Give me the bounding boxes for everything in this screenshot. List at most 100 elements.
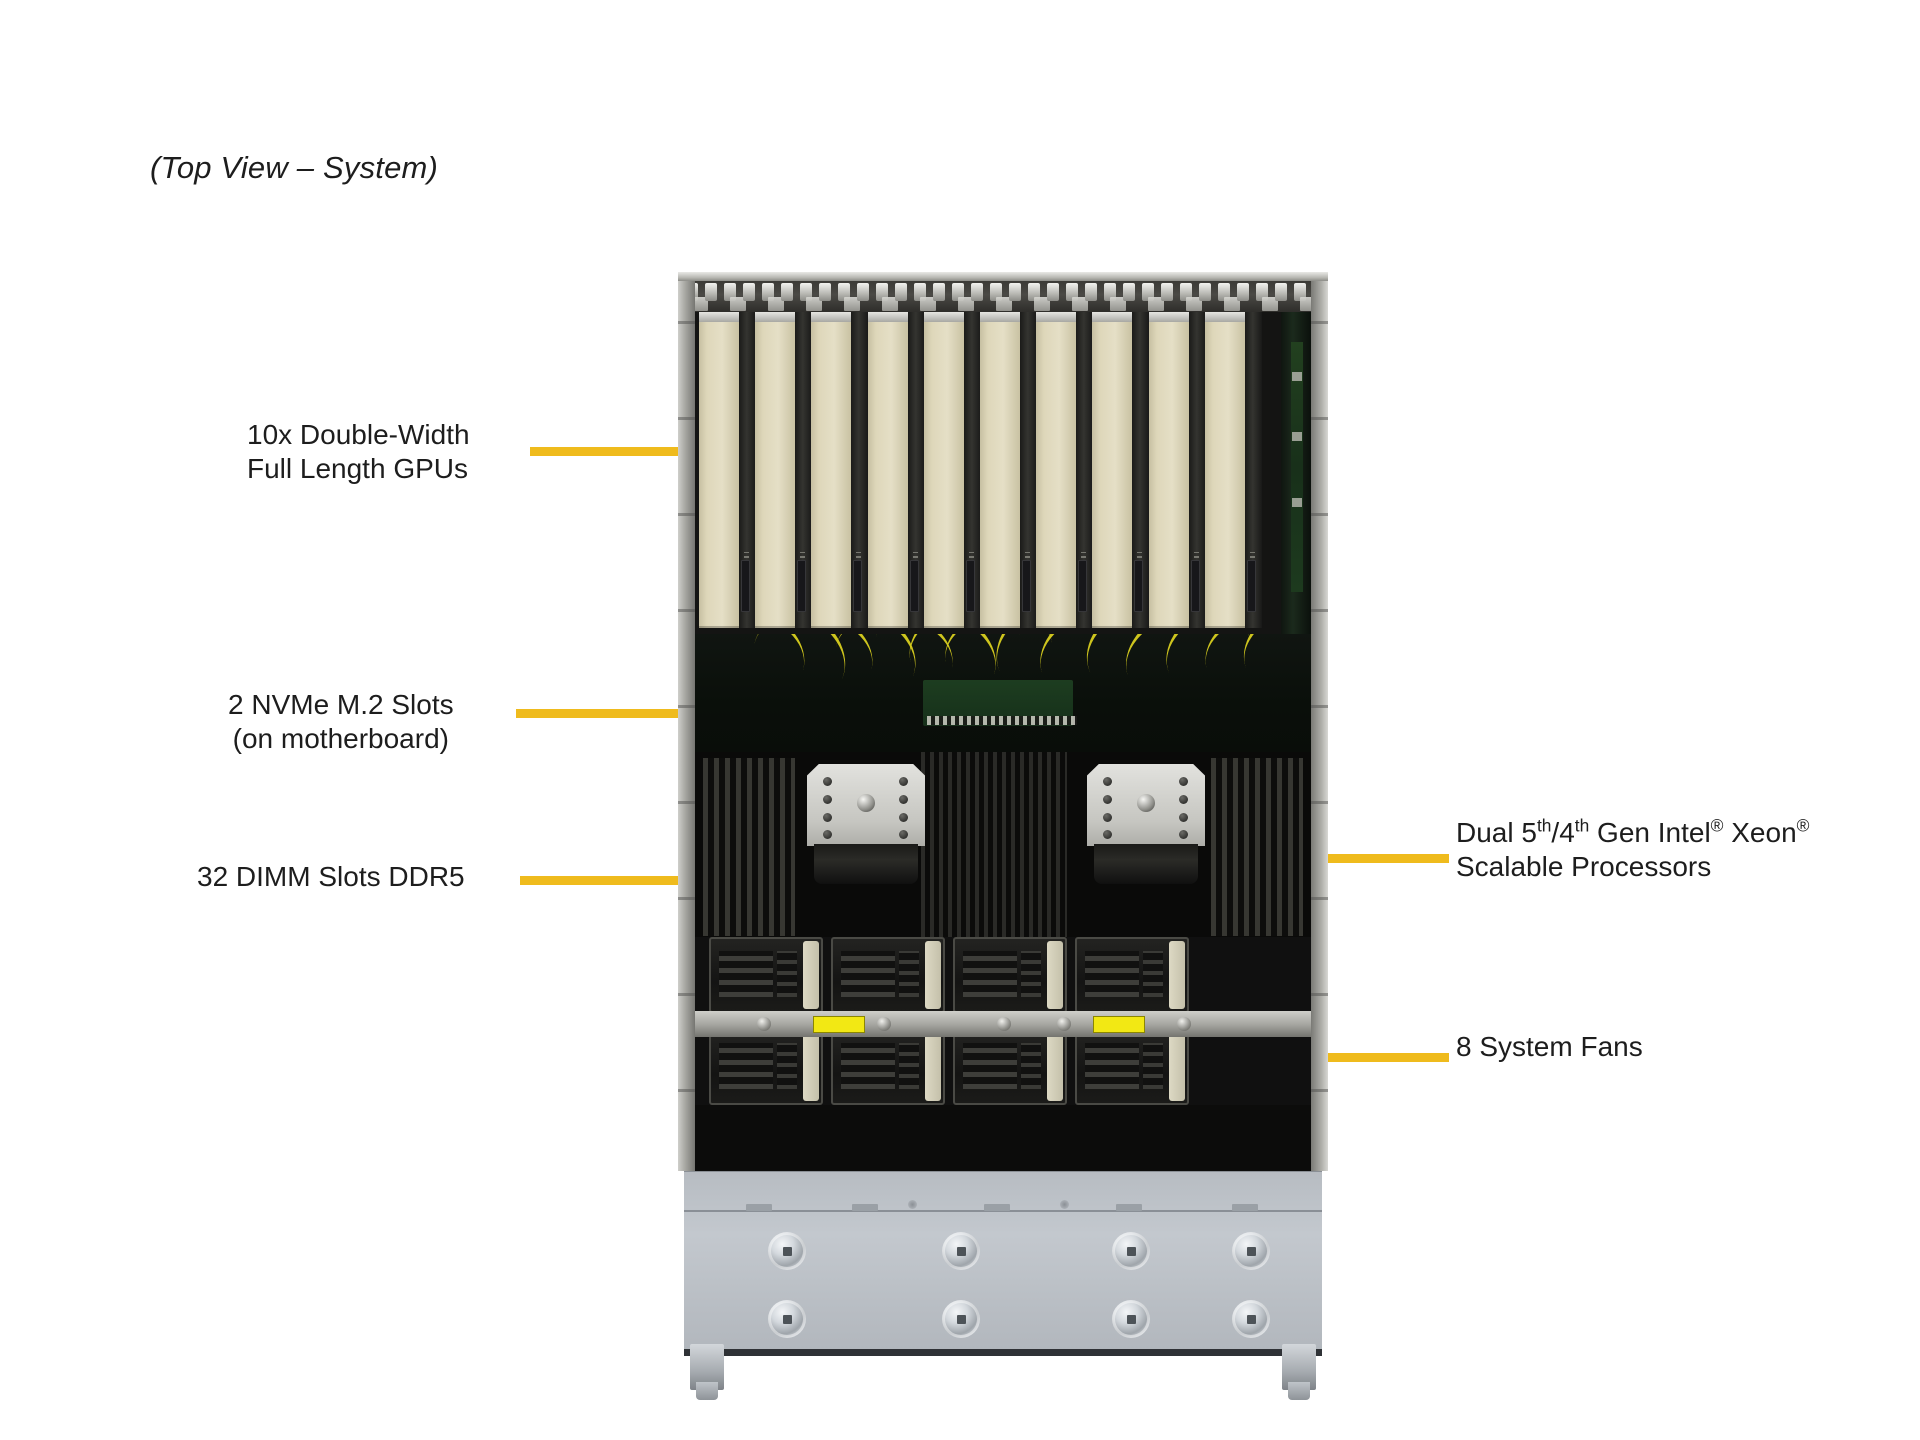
server-photo <box>678 272 1328 1400</box>
dimm-bank-left <box>703 758 795 936</box>
pcie-bracket-clip <box>1218 283 1230 301</box>
rail-screw <box>1057 1017 1071 1031</box>
system-fan-module[interactable] <box>831 937 945 1013</box>
gpu-card <box>867 312 908 628</box>
fan-vent-slots <box>841 1043 895 1089</box>
system-fan-module[interactable] <box>1075 937 1189 1013</box>
dimm-bank-right <box>1211 758 1303 936</box>
motherboard-cpu-zone <box>695 752 1311 937</box>
pcie-bracket-screw <box>768 297 784 311</box>
rail-tick <box>1311 321 1328 324</box>
fan-vent-slots <box>963 951 1017 997</box>
gpu-bracket <box>923 312 964 322</box>
fan-vent-slots <box>1085 1043 1139 1089</box>
pcie-bracket-clip <box>724 283 736 301</box>
fan-vent-slots <box>719 1043 773 1089</box>
fan-vent-slots <box>1021 1043 1041 1089</box>
cpu-heatsink-right <box>1087 764 1205 846</box>
chassis-right-rail <box>1311 281 1328 1171</box>
pcie-bracket-clip <box>781 283 793 301</box>
system-fan-module[interactable] <box>709 937 823 1013</box>
system-fan-module[interactable] <box>831 1029 945 1105</box>
gpu-card <box>755 312 796 628</box>
pcie-bracket-screw <box>1224 297 1240 311</box>
cover-thumbscrew[interactable] <box>768 1300 806 1338</box>
pcie-bracket-clip <box>1123 283 1135 301</box>
nvidia-logo-icon <box>1190 560 1200 612</box>
rail-screw <box>997 1017 1011 1031</box>
nvidia-logo-icon <box>909 560 919 612</box>
gpu-bracket <box>1204 312 1245 322</box>
rail-screw <box>877 1017 891 1031</box>
gpu-card <box>923 312 964 628</box>
chassis-left-rail <box>678 281 695 1171</box>
fan-vent-slots <box>899 1043 919 1089</box>
rear-pcb <box>1291 342 1303 592</box>
pcie-bracket-screw <box>1148 297 1164 311</box>
pcie-bracket-clip <box>838 283 850 301</box>
pcie-bracket-clip <box>876 283 888 301</box>
callout-processors-line1: Dual 5th/4th Gen Intel® Xeon® <box>1456 815 1810 848</box>
gpu-bracket <box>1092 312 1133 322</box>
pcie-bracket-clip <box>1009 283 1021 301</box>
fan-vent-slots <box>841 951 895 997</box>
fan-vent-slots <box>719 951 773 997</box>
gpu-bracket <box>980 312 1020 322</box>
gpu-card <box>811 312 852 628</box>
cover-thumbscrew[interactable] <box>942 1300 980 1338</box>
pcie-bracket-clip <box>1085 283 1097 301</box>
system-fan-module[interactable] <box>953 1029 1067 1105</box>
fan-release-handle[interactable] <box>925 941 941 1009</box>
pcie-bracket-screw <box>844 297 860 311</box>
fan-release-handle[interactable] <box>1047 941 1063 1009</box>
rail-tick <box>678 417 695 420</box>
cover-thumbscrew[interactable] <box>1232 1232 1270 1270</box>
fan-vent-slots <box>777 1043 797 1089</box>
gpu-bracket <box>867 312 908 322</box>
fan-release-handle[interactable] <box>1169 941 1185 1009</box>
rail-tick <box>678 1089 695 1092</box>
system-fan-module[interactable] <box>1075 1029 1189 1105</box>
cpu-heatsink-left <box>807 764 925 846</box>
chassis-bottom-cover <box>684 1171 1322 1350</box>
chassis-top-bracket-bar <box>680 281 1326 312</box>
cover-thumbscrew[interactable] <box>942 1232 980 1270</box>
pcie-bracket-clip <box>1047 283 1059 301</box>
center-heatsink-fins <box>921 752 1067 937</box>
fan-vent-slots <box>1021 951 1041 997</box>
rail-tick <box>1311 705 1328 708</box>
gpu-card <box>980 312 1020 628</box>
fan-warning-label <box>1093 1016 1145 1033</box>
pcie-bracket-screw <box>1034 297 1050 311</box>
cover-thumbscrew[interactable] <box>1112 1300 1150 1338</box>
rail-tick <box>1311 993 1328 996</box>
rail-tick <box>678 513 695 516</box>
system-fan-bay <box>695 937 1311 1105</box>
pcie-bracket-clip <box>1142 283 1154 301</box>
callout-gpus-line2: Full Length GPUs <box>247 453 468 485</box>
rear-chip <box>1292 432 1302 441</box>
fan-release-handle[interactable] <box>1169 1033 1185 1101</box>
fan-vent-slots <box>1085 951 1139 997</box>
callout-system-fans: 8 System Fans <box>1456 1030 1643 1064</box>
rail-tick <box>1311 513 1328 516</box>
fan-release-handle[interactable] <box>803 941 819 1009</box>
system-fan-module[interactable] <box>953 937 1067 1013</box>
m2-slot-strip <box>927 716 1077 725</box>
callout-nvme-line1: 2 NVMe M.2 Slots <box>228 689 454 720</box>
cover-thumbscrew[interactable] <box>768 1232 806 1270</box>
pcie-bracket-screw <box>1262 297 1278 311</box>
fan-release-handle[interactable] <box>1047 1033 1063 1101</box>
gpu-card <box>699 312 739 628</box>
fan-release-handle[interactable] <box>803 1033 819 1101</box>
pcie-bracket-clip <box>952 283 964 301</box>
fan-release-handle[interactable] <box>925 1033 941 1101</box>
system-fan-module[interactable] <box>709 1029 823 1105</box>
cover-thumbscrew[interactable] <box>1232 1300 1270 1338</box>
pcie-bracket-screw <box>1110 297 1126 311</box>
pcie-bracket-clip <box>914 283 926 301</box>
cover-thumbscrew[interactable] <box>1112 1232 1150 1270</box>
rear-io-pcb-column <box>1281 312 1311 634</box>
pcie-bracket-clip <box>971 283 983 301</box>
nvidia-logo-icon <box>797 560 807 612</box>
